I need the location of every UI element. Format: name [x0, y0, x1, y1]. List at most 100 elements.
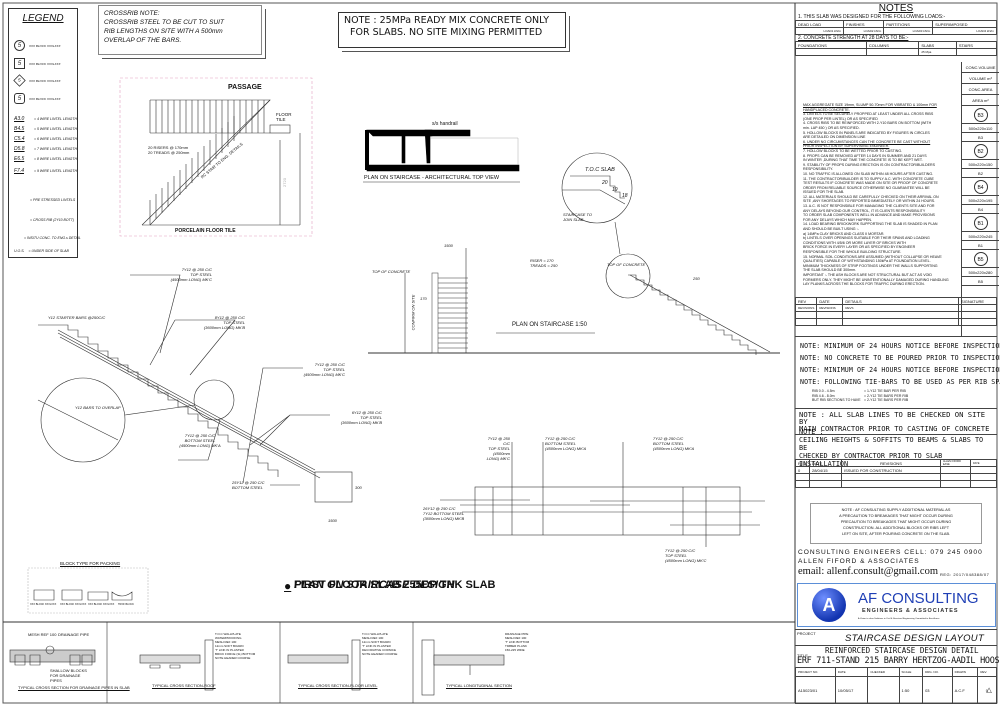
- detail-label: DRAINAGE PIPE: [58, 632, 90, 637]
- rebar-line: (4500mm LONG) MK'A: [653, 446, 695, 451]
- table-cell: REVISIONS: [816, 304, 844, 312]
- drawing-title: REINFORCED STAIRCASE DESIGN DETAIL: [825, 646, 979, 655]
- block-key-label: B5: [973, 252, 988, 266]
- packing-item: TROF BLOCK: [118, 603, 134, 606]
- tie-bar-rule: = 1-Y12 TIE BAR PER RIB: [864, 389, 906, 393]
- treads-label: 20 TREADS @ 250mm: [148, 150, 190, 155]
- section-caption: TYPICAL CROSS SECTION-ROOF: [152, 683, 216, 688]
- bullet: ●: [284, 579, 292, 593]
- note-line: CEILING HEIGHTS & SOFFITS TO BEAMS & SLA…: [799, 436, 984, 452]
- lintel-code: A3.0: [14, 116, 25, 122]
- note-line: LEFT ON SITE, AFTER POURING CONCRETE ON …: [841, 532, 951, 536]
- af-consulting-logo: A AF CONSULTING ENGINEERS & ASSOCIATES A…: [797, 583, 996, 627]
- block-key-label: 500x220x280: [968, 270, 993, 275]
- concrete-note: NOTE : 25MPa READY MIX CONCRETE ONLY FOR…: [338, 12, 566, 48]
- supply-note: NOTE : AF CONSULTING SUPPLY ADDITIONAL M…: [810, 503, 982, 544]
- notes-item: (ONE PROP PER LINTEL) OR AS SPECIFIED: [803, 116, 878, 121]
- lintel-label: = 6 WIRE LINTEL LENGTH: [34, 137, 78, 141]
- notes-item: CONDITIONS WITH 4/5/6 OR MORE LAYER OF B…: [803, 240, 906, 245]
- legend-label: XXX BLOCK XXXLXXX: [29, 61, 61, 66]
- block-key-label: 500x220x110: [968, 126, 993, 131]
- table-header: DRG. NO.: [922, 667, 953, 677]
- revision-triangle-icon: △0: [977, 676, 997, 704]
- block-key-label: CONC.VOLUME: [965, 65, 996, 70]
- detail-label: 12mm SOFT BOARD: [362, 640, 391, 644]
- notes-item: 11. THE CONTRACTOR/BUILDER IS TO SUPPLY …: [803, 176, 934, 181]
- notes-item: 15. NORMAL SOIL CONDITIONS ARE ASSUMED (…: [803, 254, 942, 259]
- symbol-text: 5: [18, 78, 21, 83]
- legend-insitu: = INSITU CONC. TO ENG.s DETAIL: [24, 236, 81, 240]
- rebar-line: BOTTOM STEEL: [653, 441, 684, 446]
- block-key-label: 500x220x195: [968, 198, 993, 203]
- table-cell: 25 Mpa: [918, 48, 957, 56]
- scale: 1:50: [898, 676, 924, 704]
- tie-bars: RIB 0.0 - 4.5m= 1-Y12 TIE BAR PER RIB RI…: [812, 389, 1000, 403]
- logo-tagline: A Vision to clear Solutions in Civil & S…: [858, 618, 940, 620]
- table-cell: [795, 48, 867, 56]
- detail-label: 'T' LINK IN PLASTER: [215, 648, 244, 652]
- rebar-line: 7Y12 @ 250 C/C: [487, 436, 510, 446]
- note-line: NOTE : AF CONSULTING SUPPLY ADDITIONAL M…: [841, 508, 951, 512]
- rebar-line: (4500mm LONG) MK'C: [170, 277, 212, 282]
- legend-lintel: A3.0 = 4 WIRE LINTEL LENGTH: [14, 116, 77, 122]
- notes-title: NOTES: [878, 3, 914, 14]
- floor-tile-label: FLOOR TILE: [276, 112, 292, 122]
- crossrib-note-line: OVERLAP OF THE BARS.: [104, 37, 182, 44]
- dim-1500: 1500: [444, 243, 453, 248]
- table-header: REVISIONS: [840, 459, 942, 467]
- legend-block-square: 5 XXX BLOCK XXXLXXX: [14, 58, 61, 69]
- rebar-line: 7Y12 BOTTOM STEEL: [423, 511, 465, 516]
- divider: [795, 645, 997, 646]
- square-symbol: 5: [14, 58, 25, 69]
- legend-uos: U.O.S.= UNDER SIDE OF SLAB: [14, 249, 69, 253]
- project-name: STAIRCASE DESIGN LAYOUT: [845, 633, 985, 644]
- block-key-label: B4: [973, 180, 988, 194]
- logo-subtitle: ENGINEERS & ASSOCIATES: [862, 608, 959, 614]
- notes-item: THE SLAB SHOULD BE 300mm.: [803, 268, 857, 273]
- table-header: ALLEN FIFORD EASE: [940, 459, 971, 467]
- detail-label: T.O.C WALLPLATE: [362, 632, 388, 636]
- table-header: CHECKED: [867, 667, 900, 677]
- dim-300: 300: [355, 485, 362, 490]
- detail-label: 12mm SOFT BOARD: [215, 644, 244, 648]
- rebar-line: 6Y12 @ 250 C/C: [351, 410, 382, 415]
- table-header: DATE: [834, 667, 869, 677]
- rebar-line: (4500mm LONG) MK'C: [486, 451, 510, 461]
- notes-item: TEST RESULTS IF CONCRETE WAS MADE ON SIT…: [803, 181, 938, 186]
- rebar-line: TOP STEEL: [323, 367, 345, 372]
- notes-item: IMPORTANT :- THE ASH BLOCKS ARE NOT STRU…: [803, 272, 933, 277]
- lintel-label: = 4 WIRE LINTEL LENGTH: [34, 117, 78, 121]
- notes-item: BRICK FORCE IN EVERY LAYER OR AS SPECIFI…: [803, 245, 916, 250]
- rebar-line: TOP STEEL: [223, 320, 245, 325]
- block-key-label: B2: [978, 171, 983, 176]
- rebar-line: 26Y12 @ 250 C/C: [423, 506, 456, 511]
- drawing-date: 10/05/17: [834, 676, 869, 704]
- notes-item: HANDPLACED CONCRETE.: [803, 107, 850, 112]
- block-key-label: B3: [973, 108, 988, 122]
- rebar-line: 7Y12 @ 250 C/C: [545, 436, 576, 441]
- legend-lintel: F7.4= 9 WIRE LINTEL LENGTH: [14, 168, 77, 174]
- table-cell: LOAD2 kN/m: [843, 27, 885, 35]
- legend-lintel: D5.8= 7 WIRE LINTEL LENGTH: [14, 146, 77, 152]
- table-cell: 0: [795, 466, 810, 474]
- rebar-line: 7Y12 @ 250 C/C: [653, 436, 684, 441]
- tie-bar-rule: = 2-Y12 TIE BARS PER RIB: [864, 398, 909, 402]
- table-cell: LOAD1 kN/m: [794, 27, 845, 35]
- notes-panel: NOTES 1. THIS SLAB WAS DESIGNED FOR THE …: [794, 3, 998, 337]
- block-key-cell: 500x220x245: [962, 232, 999, 241]
- consultant-email[interactable]: email: allenf.consult@gmail.com: [798, 566, 939, 577]
- notes-item: b) LINTELS OVER OPENINGS SUITABLE FOR TH…: [803, 236, 930, 241]
- lintel-code: E6.5: [14, 156, 25, 162]
- note-line: MAIN CONTRACTOR PRIOR TO CASTING OF CONC…: [799, 424, 990, 433]
- section-caption: TYPICAL CROSS SECTION FOR DRAINAGE PIPES…: [18, 685, 130, 690]
- table-cell: REVISIONS: [794, 304, 818, 312]
- table-header: SIGNATURE: [958, 297, 997, 305]
- block-key-cell: VOLUME m³: [962, 73, 999, 84]
- table-cell: ISSUED FOR CONSTRUCTION: [840, 466, 942, 474]
- block-key-label: 500x220x245: [968, 234, 993, 239]
